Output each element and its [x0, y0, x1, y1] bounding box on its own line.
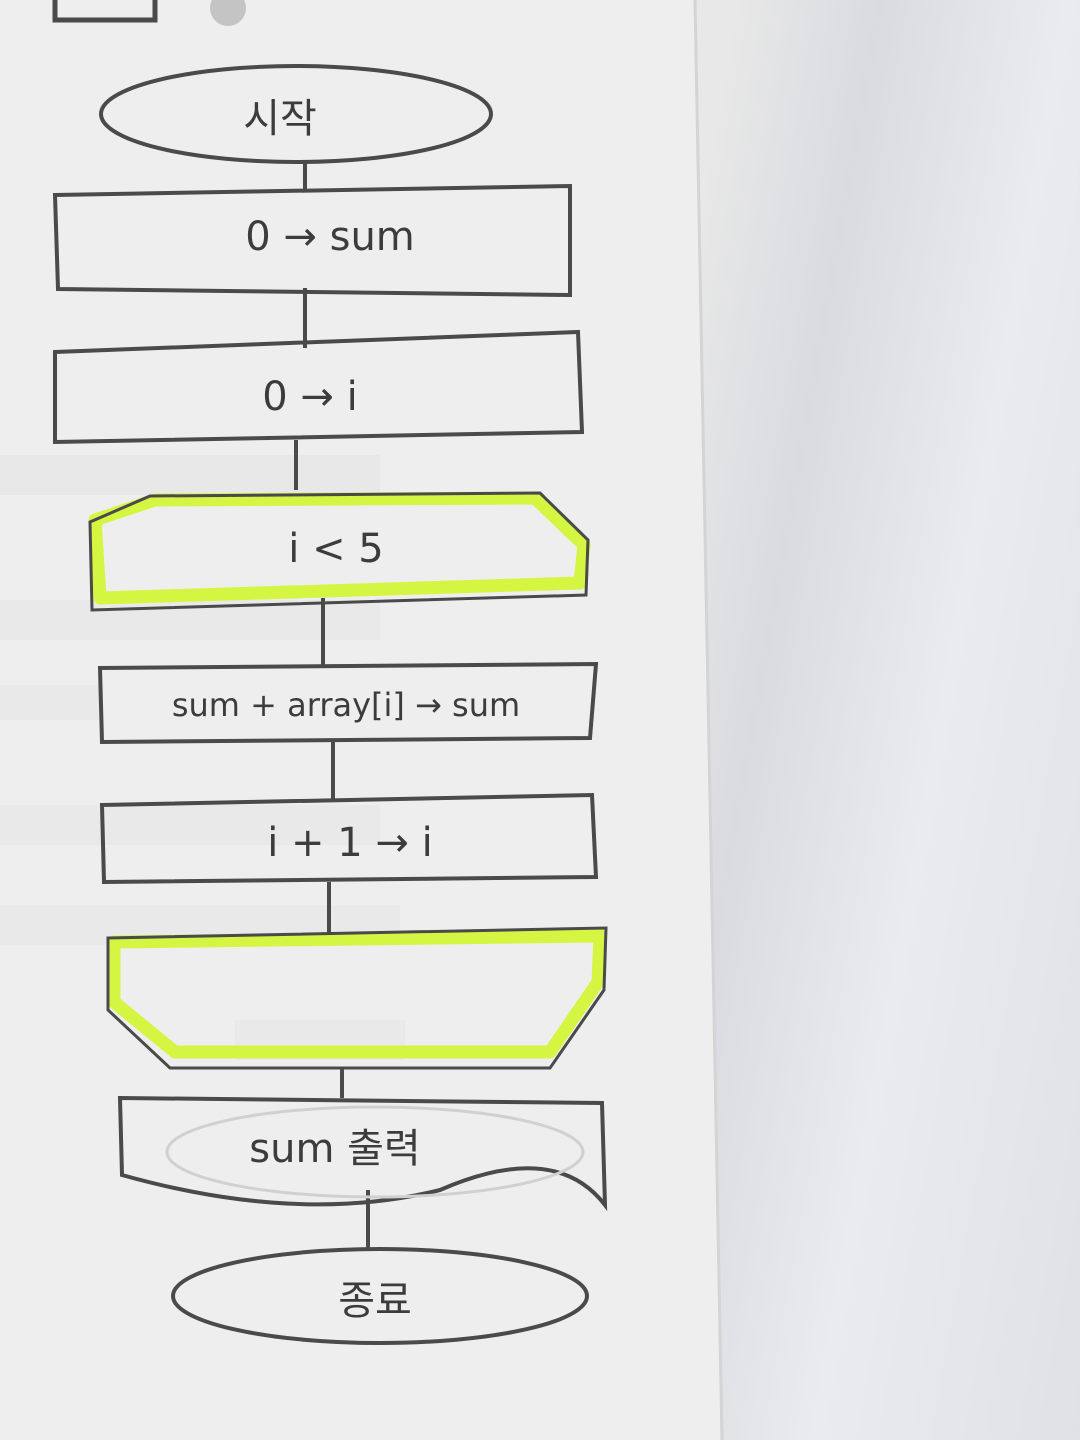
- loop-end-highlight: [107, 929, 607, 1059]
- output-erased-ellipse: [165, 1105, 585, 1199]
- loop-start-highlight: [88, 491, 591, 605]
- loop-start-limit: [88, 491, 590, 612]
- output-label: sum 출력: [249, 1126, 420, 1172]
- accumulate-label: sum + array[i] → sum: [172, 686, 520, 724]
- accumulate-process: [97, 661, 599, 745]
- init-sum-label: 0 → sum: [245, 214, 415, 260]
- init-i-process: [53, 329, 585, 445]
- show-through-marks: [0, 455, 405, 1060]
- end-label: 종료: [338, 1278, 412, 1324]
- increment-process: [99, 792, 599, 885]
- init-i-label: 0 → i: [262, 374, 358, 420]
- paper-edge: [693, 0, 724, 1440]
- previous-box-fragment: [52, 0, 158, 23]
- init-sum-process: [52, 183, 572, 298]
- loop-end-limit: [106, 926, 608, 1070]
- output-document: [117, 1095, 608, 1212]
- loop-start-label: i < 5: [288, 526, 384, 572]
- start-terminal: [99, 64, 493, 164]
- end-terminal: [171, 1247, 589, 1345]
- increment-label: i + 1 → i: [267, 820, 433, 866]
- paper-sheet: [0, 0, 722, 1440]
- start-label: 시작: [243, 96, 317, 142]
- connectors: [294, 162, 370, 1250]
- paper-dot: [210, 0, 246, 26]
